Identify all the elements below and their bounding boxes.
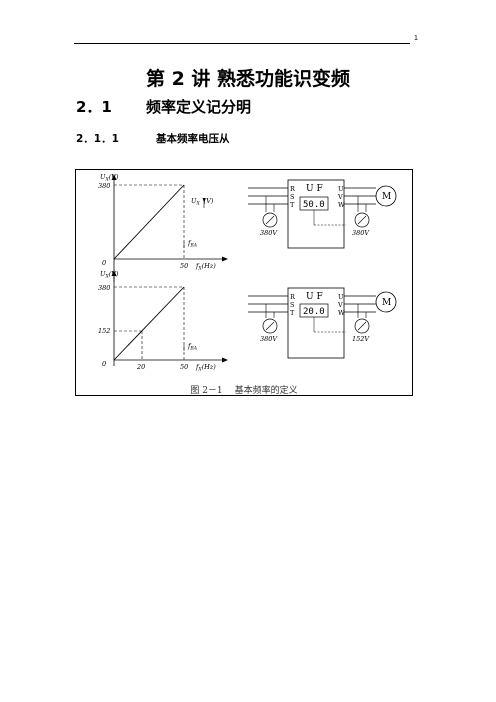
- section-heading: 2．1 频率定义记分明: [76, 96, 251, 117]
- bottom-output-voltage: 152V: [352, 335, 370, 343]
- section-title: 频率定义记分明: [146, 98, 252, 116]
- bottom-freq-value: 20.0: [303, 307, 325, 317]
- figure-caption: 图 2－1 基本频率的定义: [76, 383, 412, 396]
- top-circuit: R S T U F U V W 50.0 M 380V 380V: [248, 179, 397, 249]
- top-x-tick-50: 50: [180, 262, 188, 270]
- section-number: 2．1: [76, 98, 112, 116]
- bottom-in-s: S: [290, 301, 294, 309]
- bottom-motor-label: M: [382, 298, 391, 308]
- bottom-origin: 0: [102, 360, 106, 368]
- bottom-out-v: V: [337, 301, 343, 309]
- top-in-s: S: [290, 193, 294, 201]
- top-vf-chart: UX(V) 380 0 50 fX(Hz) fBA UX(V): [98, 173, 228, 282]
- bottom-y-tick-380: 380: [98, 284, 110, 292]
- bottom-vout-needle: [357, 321, 367, 331]
- subsection-title: 基本频率电压从: [156, 133, 230, 145]
- top-out-v: V: [337, 193, 343, 201]
- subsection-number: 2．1．1: [76, 133, 119, 145]
- bottom-in-t: T: [290, 309, 295, 317]
- top-y-label: UX(V): [100, 173, 119, 183]
- bottom-x-arrow: [222, 357, 228, 363]
- bottom-x-tick-20: 20: [136, 363, 145, 371]
- top-u-annot: UX(V): [191, 197, 214, 207]
- top-x-arrow: [222, 256, 228, 262]
- bottom-vin-needle: [265, 321, 275, 331]
- bottom-fba-label: fBA: [187, 342, 198, 352]
- bottom-uf-label: U F: [306, 292, 323, 302]
- top-y-tick-380: 380: [98, 182, 110, 190]
- subsection-heading: 2．1．1 基本频率电压从: [76, 131, 230, 146]
- top-in-t: T: [290, 201, 295, 209]
- bottom-vf-chart: UX(V) 380 152 0 20 50 fX(Hz) fBA: [98, 270, 228, 373]
- top-out-u: U: [338, 185, 344, 193]
- bottom-in-r: R: [290, 293, 296, 301]
- top-inverter-box: [287, 179, 345, 249]
- bottom-input-voltage: 380V: [260, 335, 278, 343]
- top-out-w: W: [338, 201, 345, 209]
- top-y-arrow: [111, 174, 117, 180]
- top-in-r: R: [290, 185, 296, 193]
- bottom-out-u: U: [338, 293, 344, 301]
- top-output-voltage: 380V: [352, 229, 370, 237]
- top-x-label: fX(Hz): [195, 262, 216, 272]
- page-number: 1: [414, 35, 418, 42]
- bottom-inverter-box: [287, 287, 345, 359]
- top-origin: 0: [102, 259, 106, 267]
- top-vf-line: [113, 184, 185, 260]
- bottom-out-w: W: [338, 309, 345, 317]
- top-motor-label: M: [382, 192, 391, 202]
- top-motor: [375, 185, 397, 207]
- figure-drawing: UX(V) 380 0 50 fX(Hz) fBA UX(V) UX(V) 38…: [98, 173, 397, 373]
- bottom-vf-line: [113, 286, 185, 361]
- bottom-y-arrow: [111, 270, 117, 276]
- bottom-circuit: R S T U F U V W 20.0 M 380V 152V: [248, 287, 397, 359]
- top-freq-value: 50.0: [303, 200, 325, 210]
- bottom-y-tick-152: 152: [98, 327, 110, 335]
- bottom-x-tick-50: 50: [180, 363, 188, 371]
- bottom-motor: [375, 291, 397, 313]
- header-rule: [74, 43, 410, 44]
- caption-text: 基本频率的定义: [234, 386, 298, 396]
- figure-frame: UX(V) 380 0 50 fX(Hz) fBA UX(V) UX(V) 38…: [75, 169, 413, 396]
- top-vin-needle: [265, 215, 275, 225]
- caption-number: 图 2－1: [190, 386, 223, 396]
- top-vout-needle: [357, 215, 367, 225]
- bottom-y-label: UX(V): [100, 270, 119, 280]
- bottom-x-label: fX(Hz): [195, 363, 216, 373]
- top-fba-label: fBA: [187, 239, 198, 249]
- lecture-title: 第 2 讲 熟悉功能识变频: [145, 68, 351, 90]
- top-input-voltage: 380V: [260, 229, 278, 237]
- top-uf-label: U F: [306, 184, 323, 194]
